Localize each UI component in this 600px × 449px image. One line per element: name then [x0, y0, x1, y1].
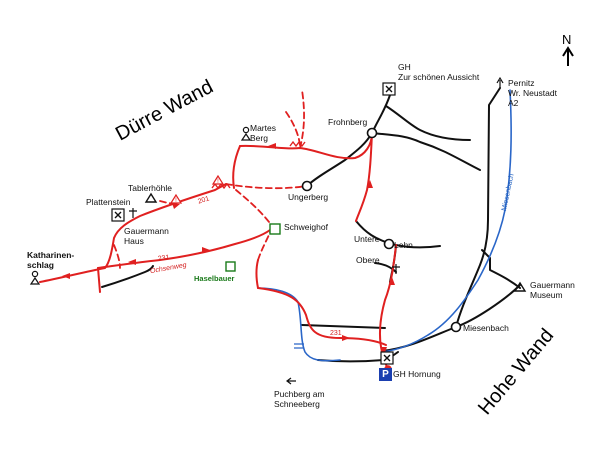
- parking-icon: P: [379, 368, 392, 381]
- pernitz-arrow-icon: [496, 76, 504, 88]
- katharinenschlag-viewpoint-icon: [31, 270, 39, 278]
- trail-number-231-lower: 231: [330, 330, 342, 337]
- cave-warning-icon: [169, 193, 183, 204]
- label-pernitz: Pernitz Wr. Neustadt A2: [508, 78, 557, 108]
- arrow-ochsenweg: [128, 259, 136, 265]
- road-museum: [481, 249, 521, 289]
- road-frohnberg-gh: [385, 105, 471, 141]
- label-martes-berg: Martes Berg: [250, 123, 276, 143]
- arrow-lehn-north: [389, 277, 395, 285]
- road-katharinenschlag: [101, 265, 154, 288]
- road-frohnberg-north: [371, 94, 391, 134]
- road-ungerberg: [306, 132, 373, 187]
- road-hornung-miesenbach: [381, 284, 521, 352]
- label-obere: Obere: [356, 255, 380, 265]
- north-arrow-icon: [562, 46, 574, 66]
- martes-viewpoint-icon: [242, 126, 250, 134]
- trail-martes-west: [232, 145, 241, 189]
- trail-dashed-schweighof: [235, 189, 273, 227]
- label-gh-aussicht: GH Zur schönen Aussicht: [398, 62, 480, 82]
- stream-south: [257, 287, 341, 362]
- museum-summit-icon: [513, 281, 527, 292]
- road-lower-loop: [301, 324, 386, 329]
- label-lehn: Lehn: [394, 240, 413, 250]
- trail-lower-231: [257, 287, 387, 346]
- trail-dashed-martes-east: [285, 111, 301, 149]
- arrow-martes: [268, 143, 276, 149]
- village-markers: [301, 127, 462, 333]
- arrow-hornung-south: [381, 347, 387, 355]
- label-tablerhoehle: Tablerhöhle: [128, 183, 172, 193]
- trail-rocky-martes: [289, 140, 306, 148]
- tablerhoehle-summit-icon: [144, 192, 158, 203]
- label-katharinenschlag: Katharinen- schlag: [27, 250, 75, 270]
- svg-text:!: !: [175, 198, 177, 204]
- trail-schweighof-south: [255, 259, 259, 289]
- puchberg-arrow-icon: [286, 377, 296, 385]
- rock-warning-icon: [211, 174, 225, 185]
- trail-dashed-ungerberg: [225, 183, 308, 190]
- bridge-mark: [294, 343, 304, 349]
- trail-dashed-gauermann: [113, 244, 121, 269]
- frohnberg-marker: [366, 127, 378, 139]
- svg-text:!: !: [217, 179, 219, 185]
- inn-icons: [111, 82, 396, 365]
- label-frohnberg: Frohnberg: [328, 117, 368, 127]
- lehn-cross-icon: [392, 264, 400, 274]
- stream-miesenbach: [381, 89, 512, 353]
- plattenstein-cross-icon: [129, 208, 137, 218]
- ungerberg-marker: [301, 180, 313, 192]
- haselbauer-inn-icon: [225, 261, 236, 272]
- label-gauermann-museum: Gauermann Museum: [530, 280, 575, 300]
- label-puchberg: Puchberg am Schneeberg: [274, 389, 325, 409]
- road-lehn-miesenbach: [455, 87, 501, 328]
- miesenbach-marker: [450, 321, 462, 333]
- arrow-231-east: [202, 247, 210, 253]
- lehn-marker: [383, 238, 395, 250]
- label-gauermann-haus: Gauermann Haus: [124, 226, 169, 246]
- road-frohnberg-east: [371, 132, 481, 171]
- arrow-lower-231: [342, 335, 350, 341]
- trail-231-lower: [97, 267, 101, 293]
- label-ungerberg: Ungerberg: [288, 192, 329, 202]
- trail-dashed-martes-north: [299, 89, 305, 149]
- arrow-201-east: [172, 203, 180, 209]
- label-schweighof: Schweighof: [284, 222, 328, 232]
- label-untere: Untere: [354, 234, 380, 244]
- label-miesenbach: Miesenbach: [463, 323, 509, 333]
- trail-frohnberg-south: [355, 132, 373, 222]
- road-obere: [374, 262, 397, 273]
- label-plattenstein: Plattenstein: [86, 197, 131, 207]
- label-gh-hornung: GH Hornung: [393, 369, 441, 379]
- schweighof-inn-icon: [269, 223, 281, 235]
- arrow-frohnberg-north: [367, 180, 373, 188]
- north-label: N: [562, 32, 572, 47]
- label-haselbauer: Haselbauer: [194, 274, 235, 283]
- trail-231: [97, 229, 271, 269]
- arrow-201-west: [62, 273, 70, 279]
